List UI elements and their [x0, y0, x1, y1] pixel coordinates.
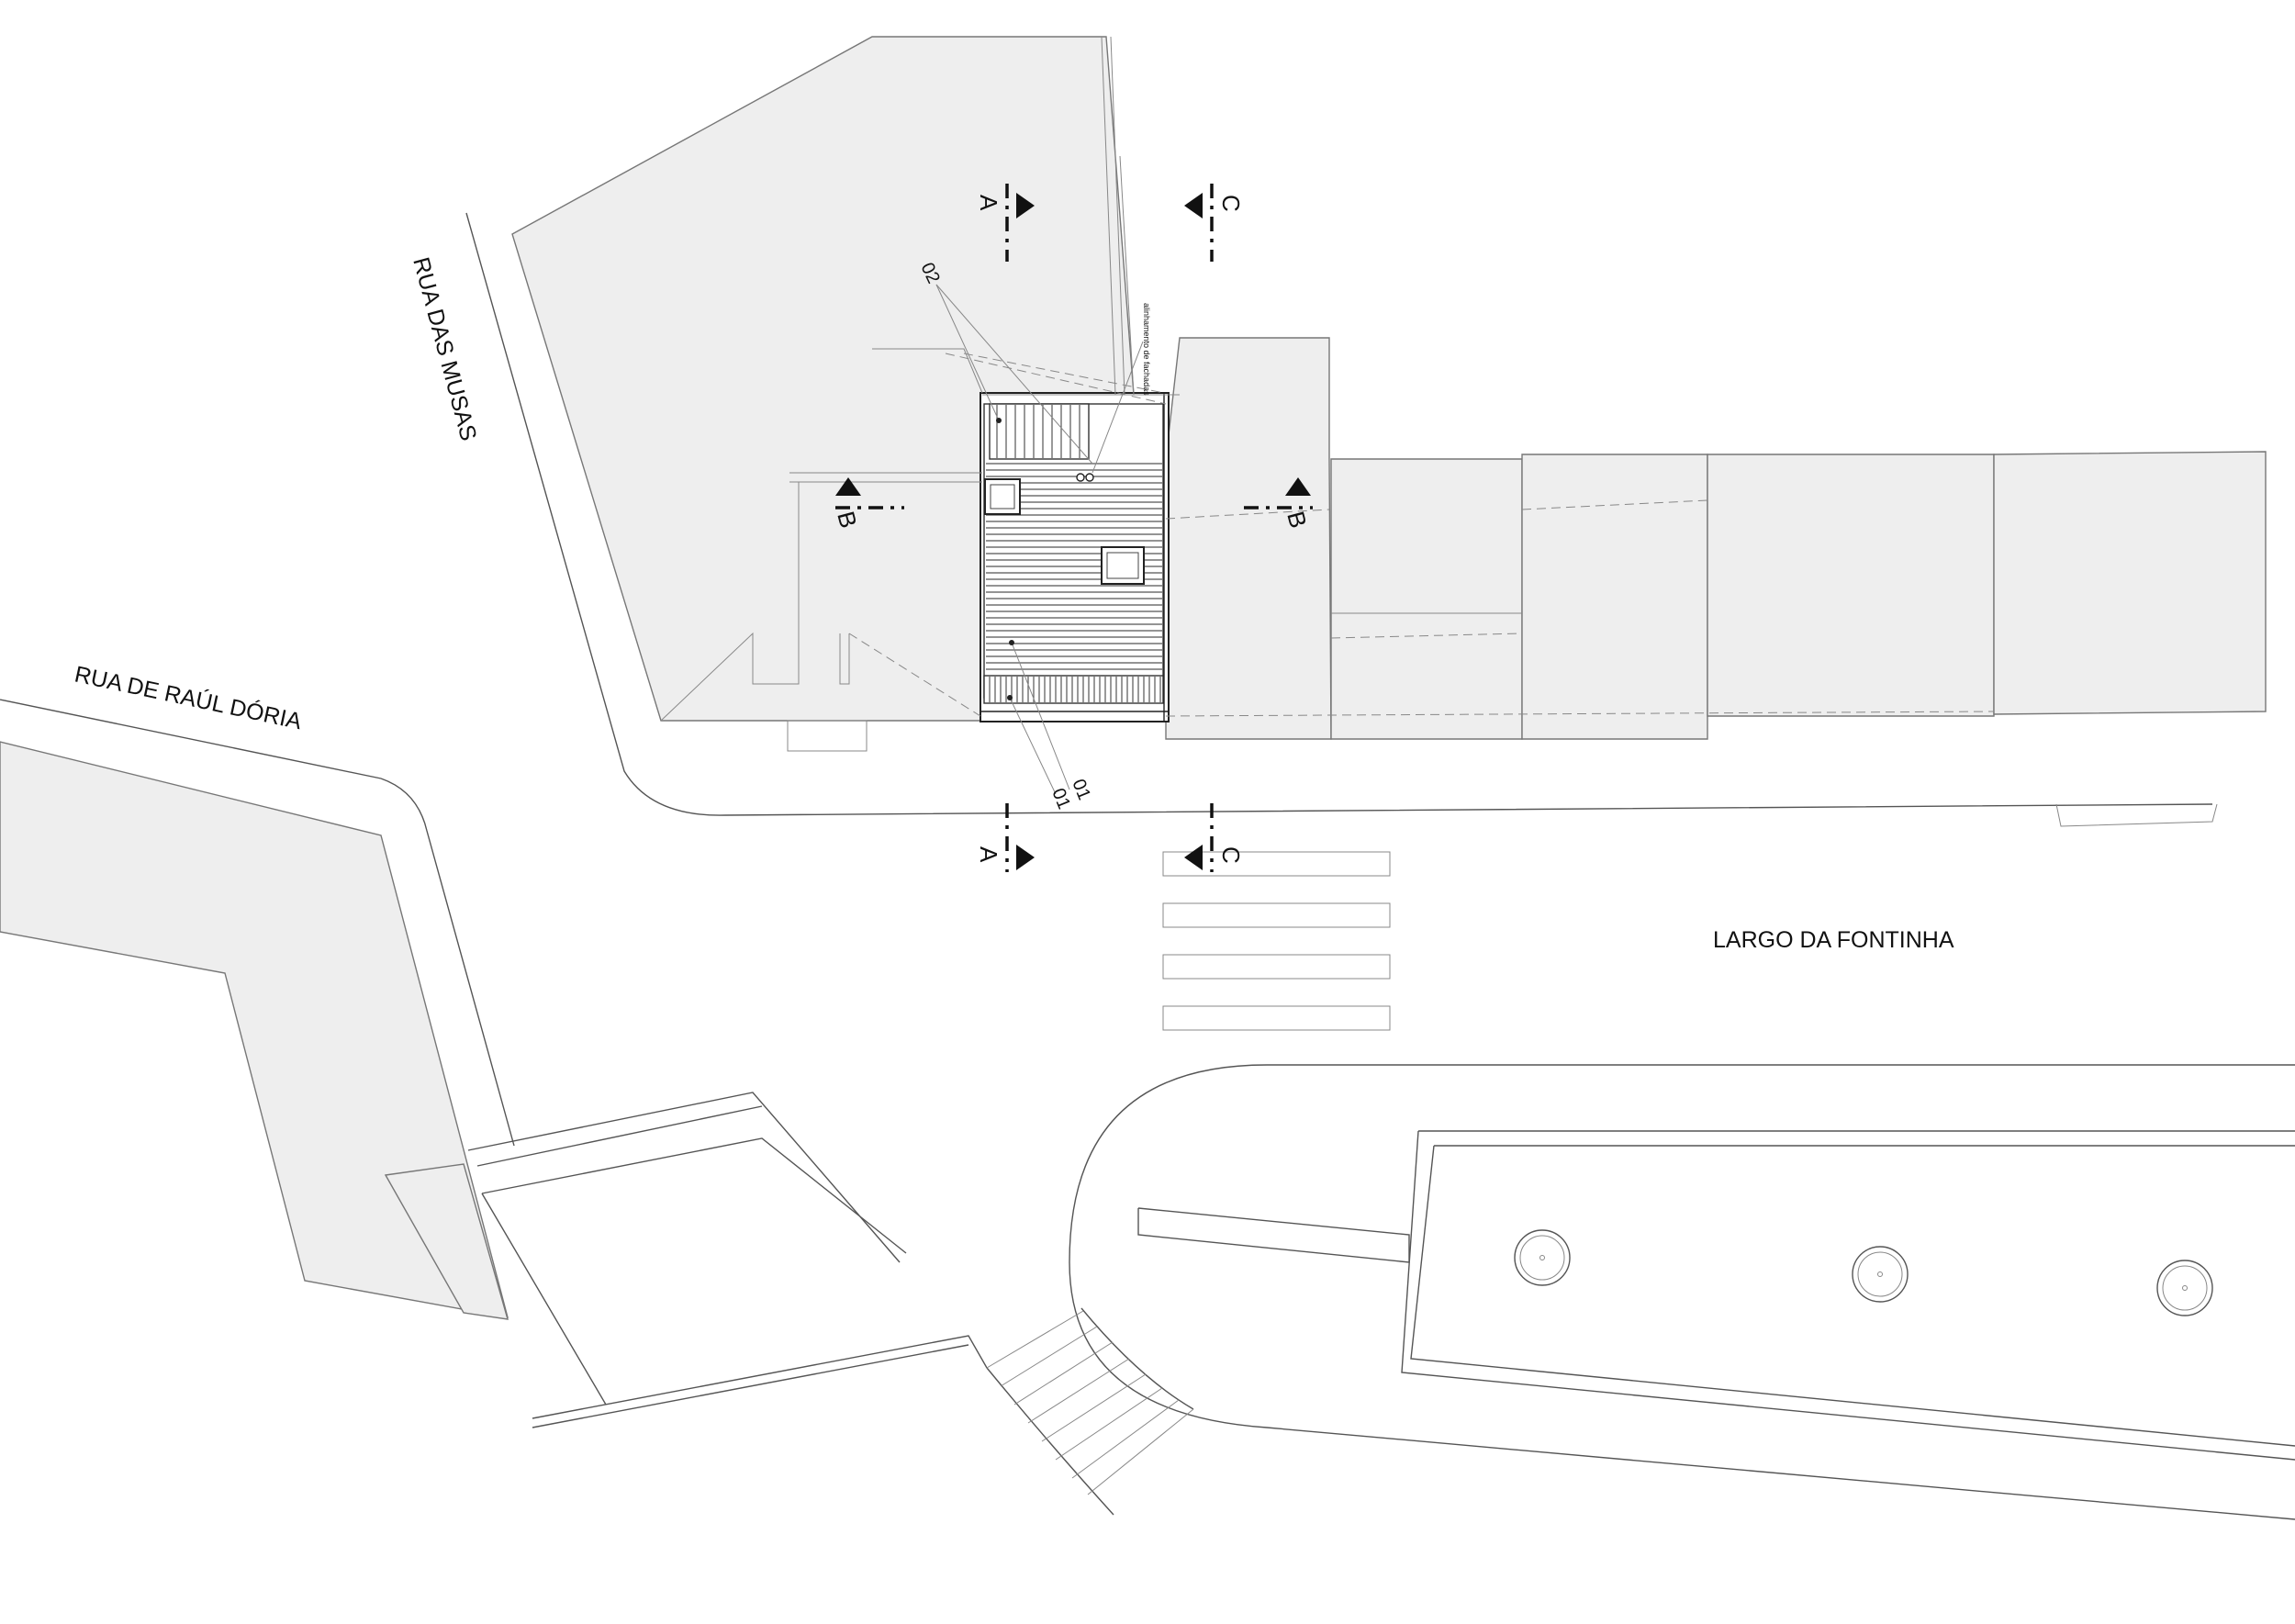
- neighbouring-buildings: [0, 36, 2267, 1320]
- project-building: [980, 392, 1170, 722]
- building-block-west: [0, 741, 509, 1318]
- section-markers: [835, 184, 1313, 872]
- street-geometry: [0, 36, 2295, 1520]
- street-label-rua-raul-doria: RUA DE RAÚL DÓRIA: [73, 661, 305, 735]
- section-label-c-bottom: C: [1217, 846, 1245, 864]
- roof-terrace: [989, 403, 1090, 460]
- building-block-east-3: [1521, 454, 1708, 740]
- crosswalk: [1162, 851, 1391, 1031]
- planters: [1514, 1229, 2213, 1316]
- building-block-east-5: [1993, 451, 2267, 715]
- vent: [1085, 473, 1094, 482]
- building-block-east-2: [1330, 458, 1523, 740]
- section-label-c-top: C: [1217, 195, 1245, 212]
- skylight-2: [1101, 546, 1145, 585]
- building-block-east-4: [1707, 454, 1995, 717]
- street-label-largo-fontinha: LARGO DA FONTINHA: [1713, 927, 1954, 953]
- callout-tag-01-b: 01: [1047, 786, 1074, 812]
- street-label-rua-das-musas: RUA DAS MUSAS: [408, 254, 481, 443]
- stairs: [986, 1310, 1194, 1495]
- callout-leaders: [935, 284, 1144, 795]
- building-block-east-1: [1165, 337, 1332, 740]
- section-label-a-top: A: [975, 195, 1002, 211]
- section-label-a-bottom: A: [975, 846, 1002, 863]
- building-block-west-corner: [384, 1163, 509, 1320]
- facade-alignment-note: alinhamento de fachadas: [1142, 303, 1151, 396]
- vent: [1076, 473, 1085, 482]
